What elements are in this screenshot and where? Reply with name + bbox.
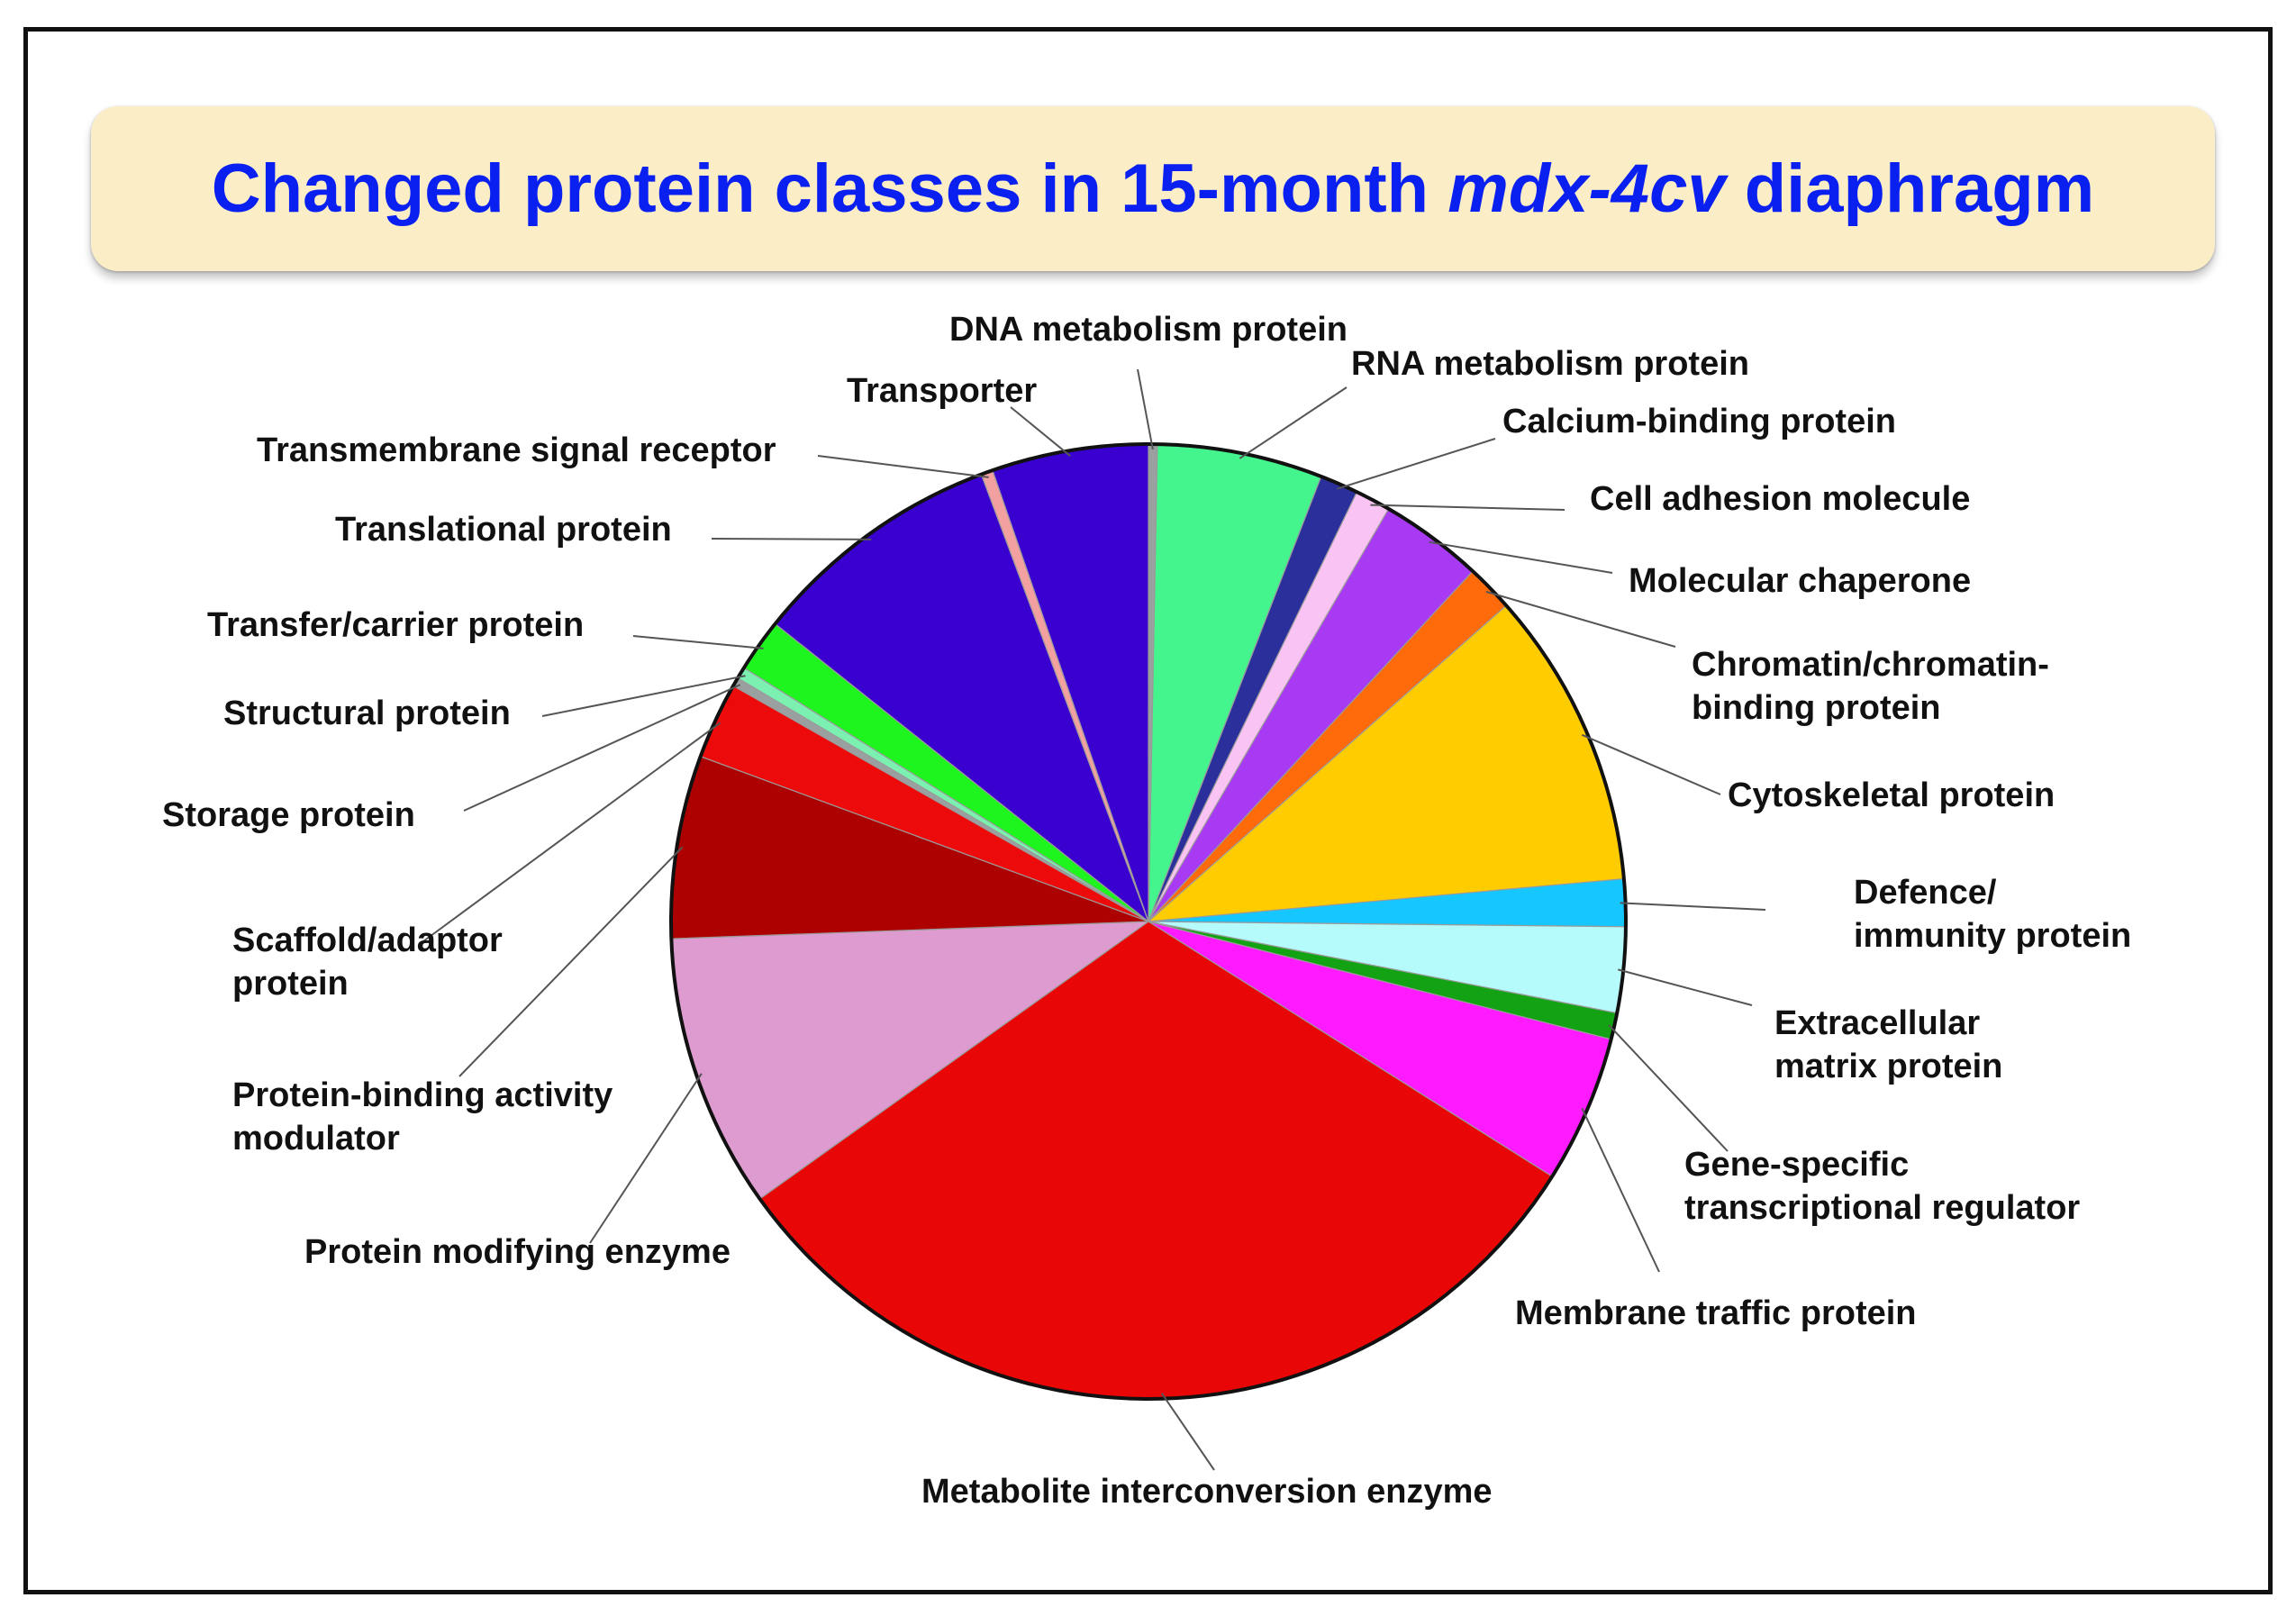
leader-line-translational-protein [711, 538, 872, 540]
slice-label-cell-adhesion-molecule: Cell adhesion molecule [1590, 480, 1970, 518]
leader-lines [422, 368, 1766, 1471]
pie-outline [669, 442, 1628, 1401]
leader-line-cell-adhesion-molecule [1370, 504, 1565, 511]
leader-line-transmembrane-signal-receptor [817, 455, 989, 478]
leader-line-membrane-traffic-protein [1581, 1107, 1660, 1273]
leader-line-rna-metabolism-protein [1239, 386, 1348, 459]
leader-line-protein-modifying-enzyme [589, 1073, 703, 1244]
leader-line-molecular-chaperone [1429, 540, 1613, 574]
slice-label-defence-immunity-protein: Defence/immunity protein [1854, 874, 2131, 955]
slice-label-molecular-chaperone: Molecular chaperone [1629, 562, 1971, 600]
pie-slices [670, 443, 1627, 1400]
slice-label-transporter: Transporter [847, 372, 1037, 410]
slice-label-transfer-carrier-protein: Transfer/carrier protein [207, 606, 584, 644]
leader-line-structural-protein [541, 675, 746, 717]
leader-line-dna-metabolism-protein [1137, 368, 1154, 450]
title-part-italic: mdx-4cv [1447, 150, 1726, 227]
title-banner: Changed protein classes in 15-month mdx-… [91, 106, 2215, 271]
slice-label-rna-metabolism-protein: RNA metabolism protein [1351, 345, 1749, 383]
slice-label-protein-modifying-enzyme: Protein modifying enzyme [304, 1233, 731, 1271]
leader-line-chromatin-chromatin-binding-protein [1485, 590, 1676, 648]
slice-label-cytoskeletal-protein: Cytoskeletal protein [1728, 776, 2055, 814]
leader-line-gene-specific-transcriptional-regulator [1608, 1024, 1729, 1152]
slice-label-transmembrane-signal-receptor: Transmembrane signal receptor [257, 431, 776, 469]
leader-line-transporter [1010, 406, 1071, 457]
leader-line-calcium-binding-protein [1337, 438, 1496, 490]
title-part: Changed protein classes in 15-month [211, 150, 1448, 227]
leader-line-transfer-carrier-protein [632, 635, 764, 649]
slice-label-membrane-traffic-protein: Membrane traffic protein [1515, 1294, 1917, 1332]
slice-label-structural-protein: Structural protein [223, 695, 511, 732]
slice-label-metabolite-interconversion-enzyme: Metabolite interconversion enzyme [921, 1473, 1493, 1511]
slice-label-translational-protein: Translational protein [335, 511, 672, 549]
title-part: diaphragm [1725, 150, 2095, 227]
leader-line-cytoskeletal-protein [1581, 733, 1721, 795]
slice-label-storage-protein: Storage protein [162, 796, 415, 834]
chart-title: Changed protein classes in 15-month mdx-… [212, 150, 2095, 228]
leader-line-extracellular-matrix-protein [1618, 968, 1753, 1006]
slice-label-calcium-binding-protein: Calcium-binding protein [1502, 403, 1896, 440]
leader-line-scaffold-adaptor-protein [422, 722, 721, 942]
leader-line-storage-protein [463, 684, 741, 812]
leader-line-defence-immunity-protein [1620, 902, 1766, 911]
slice-label-chromatin-chromatin-binding-protein: Chromatin/chromatin-binding protein [1692, 646, 2049, 727]
leader-line-protein-binding-activity-modulator [458, 846, 684, 1077]
leader-line-metabolite-interconversion-enzyme [1160, 1393, 1215, 1471]
slice-label-dna-metabolism-protein: DNA metabolism protein [949, 311, 1348, 349]
